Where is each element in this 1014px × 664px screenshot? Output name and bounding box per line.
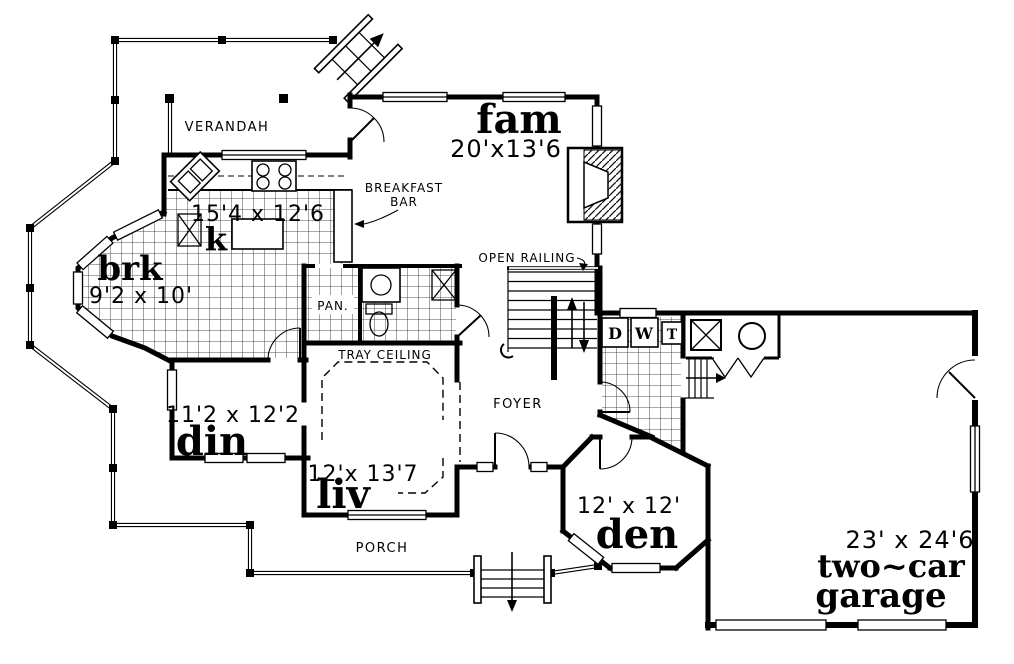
annotation-pointers	[354, 209, 588, 271]
breakfast-bar-label-1: BREAKFAST	[365, 181, 443, 195]
laundry-tub	[661, 321, 683, 345]
garage-label-1: two~car	[817, 547, 966, 585]
firebox	[583, 160, 609, 210]
furnace	[738, 322, 766, 350]
garage-steps-arrow-icon	[716, 373, 726, 383]
stair-down-arrow-icon	[579, 340, 589, 353]
den-dims: 12' x 12'	[577, 494, 681, 519]
open-railing-pointer-icon	[579, 263, 588, 271]
dryer	[601, 317, 629, 348]
dining-dims: 11'2 x 12'2	[166, 403, 300, 428]
front-door-sidelight	[530, 461, 548, 473]
porch-label: PORCH	[356, 541, 409, 556]
corner-sink	[169, 150, 221, 202]
garage-label-2: garage	[815, 576, 946, 616]
toilet-tank	[365, 303, 393, 315]
open-railing-label: OPEN RAILING	[478, 251, 575, 265]
den-northeast-wall	[646, 433, 712, 470]
foyer-label: FOYER	[493, 397, 543, 412]
breakfast-bay-walls	[75, 152, 176, 366]
living-dims: 12'x 13'7	[307, 462, 418, 487]
family-room-label: fam	[476, 96, 561, 143]
den-door	[599, 436, 633, 470]
hall-diagonal-wall	[596, 411, 656, 441]
dryer-label: D	[608, 324, 622, 343]
dining-label: din	[176, 418, 248, 465]
tray-ceiling-outline-lower	[398, 458, 444, 494]
verandah-fam-door	[349, 107, 385, 143]
main-staircase	[500, 266, 600, 380]
ceiling-lines	[321, 361, 461, 494]
bifold-door	[737, 357, 765, 379]
stair-center-rail	[551, 296, 557, 380]
front-door	[494, 432, 530, 468]
doors	[267, 107, 633, 470]
steps-arrow-icon	[369, 33, 384, 48]
den-label: den	[596, 511, 679, 558]
porch-steps	[473, 552, 552, 612]
kitchen-dims: 15'4 x 12'6	[191, 202, 325, 227]
verandah-porch-railing	[26, 36, 602, 577]
stair-rail-curl	[500, 343, 514, 359]
laundry-appliances: D W T	[601, 317, 683, 348]
garage-entry-steps	[685, 357, 726, 399]
garage-side-door-opening	[969, 356, 981, 400]
kitchen-island	[231, 218, 284, 250]
verandah-label: VERANDAH	[185, 120, 270, 135]
pantry-label: PAN.	[317, 299, 348, 313]
garage-doors	[715, 356, 981, 631]
hall-door	[599, 381, 631, 413]
breakfast-nook-label: brk	[97, 249, 164, 289]
dining-door	[267, 327, 301, 361]
front-door-sidelight	[476, 461, 494, 473]
porch-steps-arrow-icon	[507, 600, 517, 612]
shower	[431, 269, 457, 301]
pantry-label-bg	[312, 295, 354, 314]
sink	[370, 274, 392, 296]
laundry-hall-tile-floor	[602, 317, 681, 450]
verandah-entry-steps	[313, 13, 404, 104]
toilet-bowl	[369, 311, 389, 337]
labels: VERANDAH fam 20'x13'6 BREAKFAST BAR 15'4…	[89, 96, 974, 616]
deck-columns	[165, 94, 288, 103]
bifold-door	[711, 357, 739, 379]
kitchen-fixtures	[168, 150, 353, 263]
kitchen-label: k	[205, 220, 228, 258]
bath-door	[456, 304, 490, 338]
bathroom-fixtures	[361, 267, 457, 337]
tray-ceiling-label: TRAY CEILING	[337, 348, 432, 362]
breakfast-bar-pointer-icon	[354, 220, 364, 228]
garage-dims: 23' x 24'6	[845, 526, 974, 554]
family-room-dims: 20'x13'6	[450, 135, 562, 163]
breakfast-bar-label-2: BAR	[390, 195, 418, 209]
washer-label: W	[634, 324, 654, 343]
water-heater	[690, 319, 722, 351]
living-label: liv	[316, 471, 371, 518]
fireplace	[566, 146, 624, 224]
corner-cabinet	[177, 213, 202, 247]
tub-label: T	[667, 327, 678, 343]
vanity	[361, 267, 401, 303]
stair-up-arrow-icon	[567, 297, 577, 310]
breakfast-bar-counter	[333, 189, 353, 263]
breakfast-nook-dims: 9'2 x 10'	[89, 284, 193, 309]
washer	[630, 317, 659, 348]
windows	[72, 91, 981, 574]
